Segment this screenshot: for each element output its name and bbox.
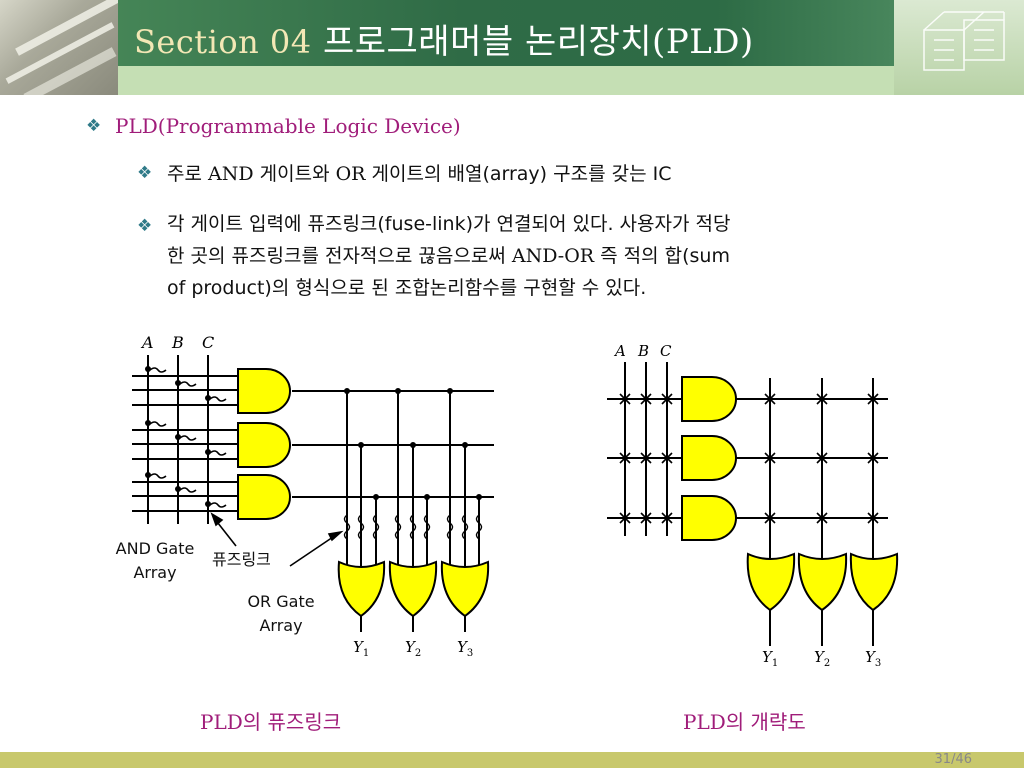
output-label-y2: Y2 — [814, 648, 830, 669]
and-gate-2 — [681, 435, 737, 481]
item-2-text: 즉 적의 합(sum — [594, 245, 730, 267]
input-label-b: B — [637, 342, 649, 360]
output-label-y1: Y1 — [762, 648, 778, 669]
and-gate-1 — [237, 368, 291, 414]
and-gate-3 — [237, 474, 291, 520]
output-label-y1: Y1 — [353, 638, 369, 659]
header-bar — [0, 0, 1024, 66]
input-label-c: C — [202, 333, 214, 352]
input-label-a: A — [613, 342, 626, 360]
item-2-line-1: 각 게이트 입력에 퓨즈링크(fuse-link)가 연결되어 있다. 사용자가… — [167, 213, 731, 235]
bullet-diamond-icon: ❖ — [137, 216, 153, 236]
output-label-y3: Y3 — [865, 648, 881, 669]
or-array-label-1: OR Gate — [247, 592, 314, 611]
input-label-b: B — [171, 333, 184, 352]
page-number: 31/46 — [934, 752, 972, 767]
and-gate-2 — [237, 422, 291, 468]
footer-bar — [0, 752, 1024, 768]
and-array-label-1: AND Gate — [116, 539, 195, 558]
item-1-text: 게이트의 배열(array) 구조를 갖는 IC — [365, 163, 672, 185]
or-gate-1 — [746, 552, 796, 612]
or-gate-2 — [797, 552, 848, 612]
and-gate-1 — [681, 376, 737, 422]
item-2-line-3: of product)의 형식으로 된 조합논리함수를 구현할 수 있다. — [167, 277, 647, 299]
or-gate-2 — [388, 560, 438, 618]
or-gate-3 — [849, 552, 899, 612]
section-number: Section 04 — [134, 23, 312, 61]
section-title: 프로그래머블 논리장치(PLD) — [322, 22, 754, 62]
or-gate-3 — [440, 560, 490, 618]
output-label-y3: Y3 — [457, 638, 473, 659]
header-photo — [0, 0, 118, 95]
header-cube-graphic — [894, 0, 1024, 95]
item-1-text: 게이트와 — [253, 163, 336, 185]
item-2-line-2: 한 곳의 퓨즈링크를 전자적으로 끊음으로써 AND-OR 즉 적의 합(sum — [167, 240, 987, 272]
page-title: Section 04 프로그래머블 논리장치(PLD) — [134, 14, 754, 63]
fuse-link-label: 퓨즈링크 — [212, 550, 271, 569]
pld-fuselink-diagram: A B C Y1 Y2 Y3 AND Gate Array 퓨즈링크 OR Ga… — [116, 333, 494, 659]
item-1: 주로 AND 게이트와 OR 게이트의 배열(array) 구조를 갖는 IC — [167, 158, 671, 190]
or-gate-1 — [337, 560, 386, 618]
bullet-diamond-icon: ❖ — [137, 163, 153, 183]
item-2-text: 한 곳의 퓨즈링크를 전자적으로 끊음으로써 — [167, 245, 512, 267]
input-label-c: C — [660, 342, 672, 360]
item-1-or: OR — [335, 163, 366, 185]
input-label-a: A — [140, 333, 154, 352]
caption-right: PLD의 개략도 — [683, 710, 806, 734]
caption-left: PLD의 퓨즈링크 — [200, 710, 342, 734]
and-array-label-2: Array — [133, 563, 176, 582]
output-label-y2: Y2 — [405, 638, 421, 659]
item-1-and: AND — [208, 163, 254, 185]
and-gate-3 — [681, 495, 737, 541]
header-subbar — [118, 66, 1024, 95]
main-heading: PLD(Programmable Logic Device) — [115, 114, 461, 138]
or-array-label-2: Array — [259, 616, 302, 635]
item-2-and-or: AND-OR — [511, 245, 595, 267]
pld-schematic-diagram: A B C Y1 Y2 Y3 — [607, 342, 899, 669]
bullet-diamond-icon: ❖ — [86, 116, 102, 136]
item-2: 각 게이트 입력에 퓨즈링크(fuse-link)가 연결되어 있다. 사용자가… — [167, 208, 987, 304]
item-1-text: 주로 — [167, 163, 208, 185]
